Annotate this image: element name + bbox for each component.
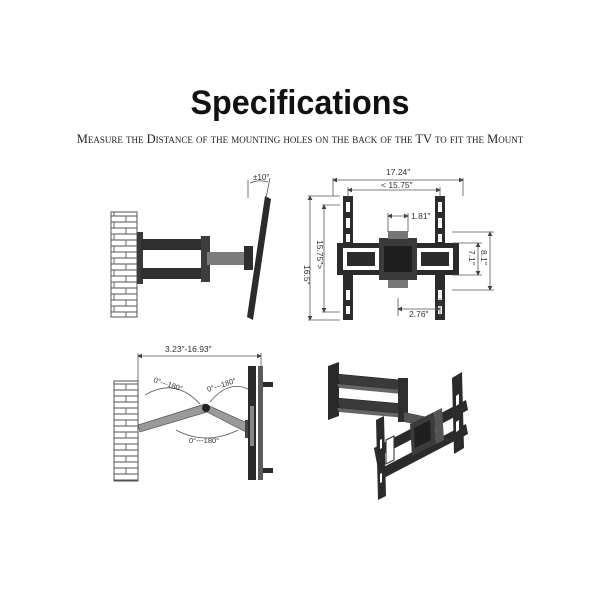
wall-brick <box>110 211 138 318</box>
tilt-label: ±10° <box>253 173 270 182</box>
wall-plate-3d <box>328 362 339 420</box>
extension-arm <box>207 252 247 265</box>
wall-plate <box>137 232 143 284</box>
upper-arm <box>141 239 207 250</box>
height-outer-label: 16.5″ <box>302 265 312 285</box>
page-subtitle: Measure the Distance of the mounting hol… <box>76 132 524 146</box>
side-view-diagram: ±10° <box>110 173 271 320</box>
center-width-label: 1.81″ <box>411 211 431 221</box>
tv-bracket-side <box>247 196 271 320</box>
height-right-outer-label: 8.1″ <box>479 250 489 265</box>
arm-width-label: 2.76″ <box>409 309 429 319</box>
extension-range-label: 3.23″-16.93″ <box>165 344 212 354</box>
height-holes-label: 15.75″> <box>315 240 325 269</box>
left-rail-3d <box>376 416 386 500</box>
right-rail-3d <box>452 372 464 454</box>
wall-arm-top <box>137 403 208 433</box>
pivot-joint <box>202 404 210 412</box>
tilt-head <box>244 246 253 270</box>
front-view-diagram: 17.24″ < 15.75″ 1.81″ 2.76″ 16.5″ 15.75″… <box>302 167 494 321</box>
swivel-wall-label: 0°---180° <box>152 375 183 393</box>
width-outer-label: 17.24″ <box>386 167 410 177</box>
swivel-tv-label: 0°---180° <box>189 436 219 445</box>
lower-arm <box>141 268 207 279</box>
width-holes-label: < 15.75″ <box>381 180 413 190</box>
top-view-diagram: 3.23″-16.93″ 0°---180° 0°---180° 0°---18… <box>113 344 273 482</box>
arm-joint <box>201 236 210 282</box>
height-right-inner-label: 7.1″ <box>467 250 477 265</box>
page-title: Specifications <box>190 84 410 122</box>
perspective-view-diagram <box>328 362 468 500</box>
wall-brick-top <box>113 380 139 482</box>
